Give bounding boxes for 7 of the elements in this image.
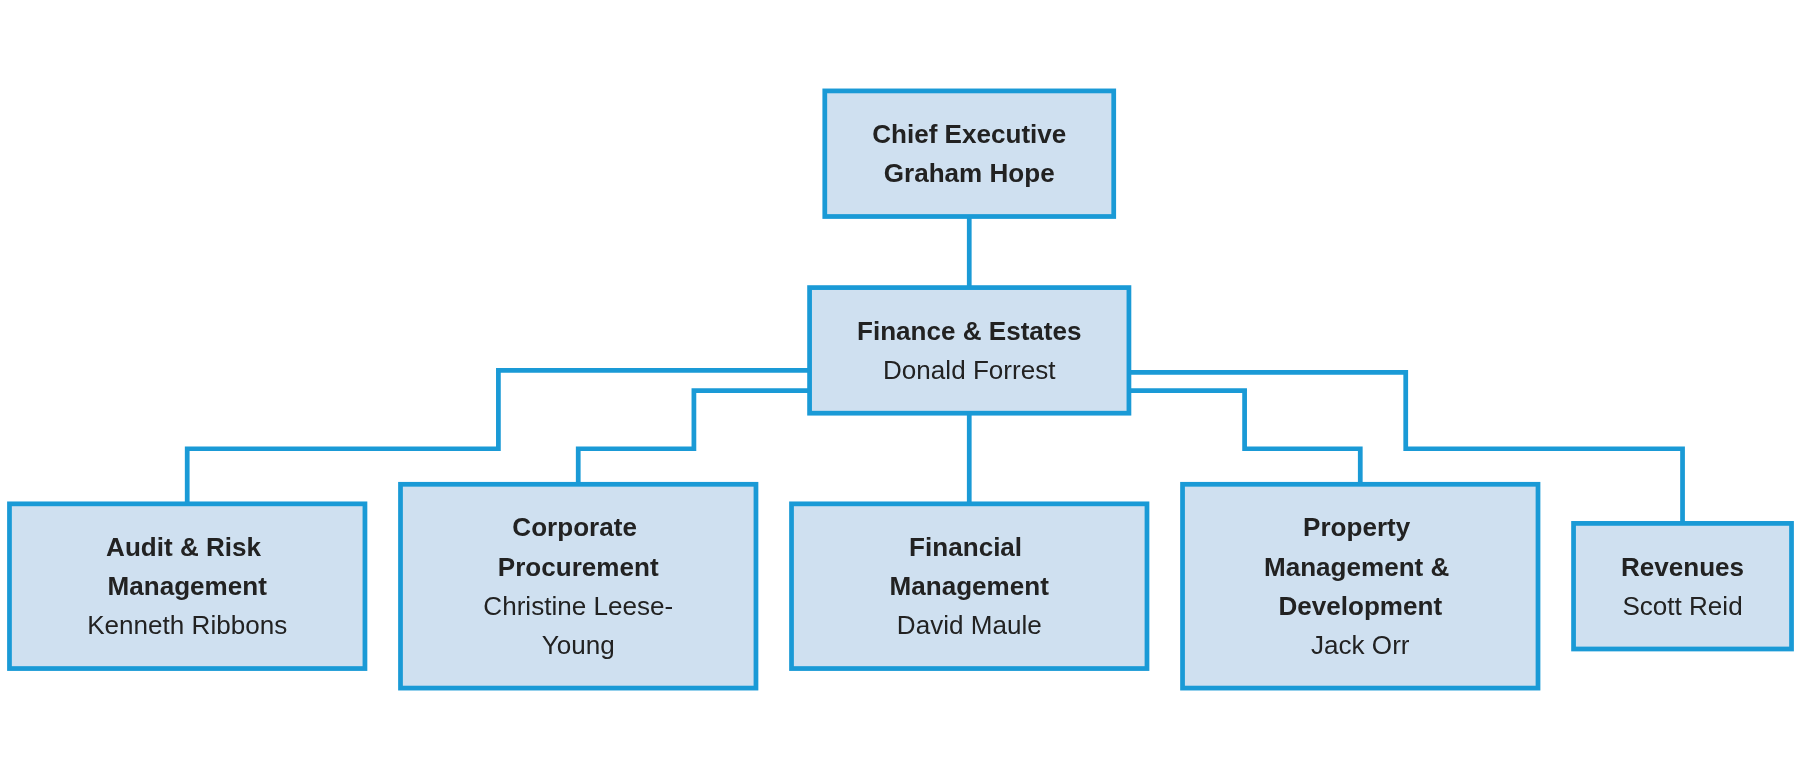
node-box: Chief Executive Graham Hope	[822, 88, 1117, 219]
node-box: Property Management & Development Jack Orr	[1180, 481, 1541, 691]
node-box: Financial Management David Maule	[789, 501, 1150, 671]
node-box: Revenues Scott Reid	[1571, 521, 1794, 652]
node-box: Finance & Estates Donald Forrest	[807, 285, 1132, 416]
node-box: Audit & Risk Management Kenneth Ribbons	[7, 501, 368, 671]
node-box: Corporate Procurement Christine Leese-Young	[398, 481, 759, 691]
